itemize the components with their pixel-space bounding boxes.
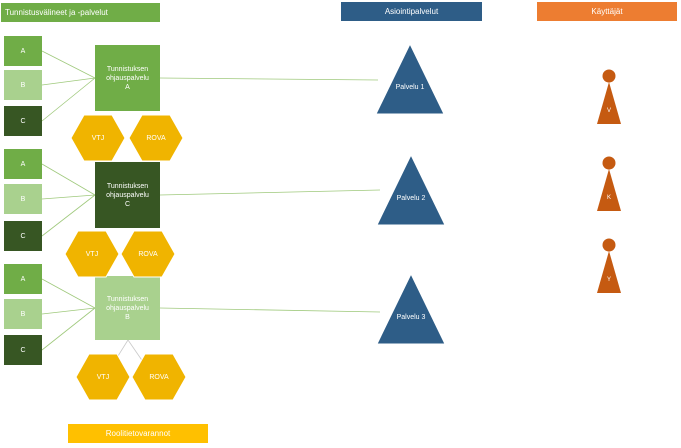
router-label-line1: Tunnistuksen (106, 65, 149, 73)
hexagon-icon (64, 230, 120, 278)
service-label: Palvelu 2 (396, 195, 426, 202)
ohjauspalvelu-c: Tunnistuksen ohjauspalvelu C (95, 162, 160, 228)
auth-mean-c: C (4, 221, 42, 251)
registry-label: ROVA (138, 250, 158, 258)
user-k: K (594, 155, 624, 225)
header-kayttajat: Käyttäjät (537, 2, 677, 21)
registry-label: ROVA (149, 373, 169, 381)
registry-label: VTJ (96, 373, 110, 381)
auth-mean-b: B (4, 184, 42, 214)
person-icon (597, 238, 621, 293)
header-tunnistus-label: Tunnistusvälineet ja -palvelut (5, 8, 108, 17)
header-roolitieto: Roolitietovarannot (68, 424, 208, 443)
triangle-icon (375, 42, 445, 115)
auth-mean-label: C (20, 117, 26, 125)
person-icon (597, 156, 621, 211)
service-3: Palvelu 3 (371, 272, 451, 368)
auth-mean-label: B (20, 195, 26, 203)
registry-vtj: VTJ (75, 353, 131, 401)
triangle-icon (376, 153, 446, 226)
auth-mean-label: A (20, 160, 26, 168)
auth-mean-c: C (4, 106, 42, 136)
registry-label: VTJ (85, 250, 99, 258)
user-label: K (606, 195, 611, 201)
registry-rova: ROVA (128, 114, 184, 162)
registry-vtj: VTJ (64, 230, 120, 278)
person-icon (597, 69, 621, 124)
user-label: V (606, 108, 611, 114)
router-label-line2: ohjauspalvelu (106, 74, 149, 82)
auth-mean-label: A (20, 275, 26, 283)
triangle-icon (376, 272, 446, 345)
auth-mean-b: B (4, 299, 42, 329)
header-tunnistus: Tunnistusvälineet ja -palvelut (1, 3, 160, 22)
router-label-line1: Tunnistuksen (106, 182, 149, 190)
router-label-line3: C (124, 200, 131, 208)
router-label-line1: Tunnistuksen (106, 295, 149, 303)
router-label-line3: A (125, 83, 130, 91)
auth-mean-b: B (4, 70, 42, 100)
auth-mean-label: B (20, 310, 26, 318)
registry-label: VTJ (91, 134, 105, 142)
auth-mean-a: A (4, 36, 42, 66)
registry-rova: ROVA (120, 230, 176, 278)
auth-mean-a: A (4, 149, 42, 179)
service-label: Palvelu 3 (396, 314, 426, 321)
user-label: Y (606, 277, 611, 283)
auth-mean-a: A (4, 264, 42, 294)
router-label-line2: ohjauspalvelu (106, 191, 149, 199)
auth-mean-label: C (20, 346, 26, 354)
header-asiointi: Asiointipalvelut (341, 2, 482, 21)
auth-mean-c: C (4, 335, 42, 365)
ohjauspalvelu-b: Tunnistuksen ohjauspalvelu B (95, 276, 160, 340)
router-label-line3: B (125, 313, 130, 321)
auth-mean-label: A (20, 47, 26, 55)
service-label: Palvelu 1 (395, 84, 425, 91)
router-label-line2: ohjauspalvelu (106, 304, 149, 312)
hexagon-icon (70, 114, 126, 162)
service-2: Palvelu 2 (371, 153, 451, 249)
hexagon-icon (75, 353, 131, 401)
auth-mean-label: B (20, 81, 26, 89)
header-asiointi-label: Asiointipalvelut (384, 7, 439, 16)
header-roolitieto-label: Roolitietovarannot (105, 429, 171, 438)
hexagon-icon (120, 230, 176, 278)
registry-label: ROVA (146, 134, 166, 142)
service-1: Palvelu 1 (370, 42, 450, 138)
header-kayttajat-label: Käyttäjät (591, 7, 623, 16)
ohjauspalvelu-a: Tunnistuksen ohjauspalvelu A (95, 45, 160, 111)
hexagon-icon (128, 114, 184, 162)
user-y: Y (594, 237, 624, 307)
hexagon-icon (131, 353, 187, 401)
user-v: V (594, 68, 624, 138)
auth-mean-label: C (20, 232, 26, 240)
registry-rova: ROVA (131, 353, 187, 401)
registry-vtj: VTJ (70, 114, 126, 162)
